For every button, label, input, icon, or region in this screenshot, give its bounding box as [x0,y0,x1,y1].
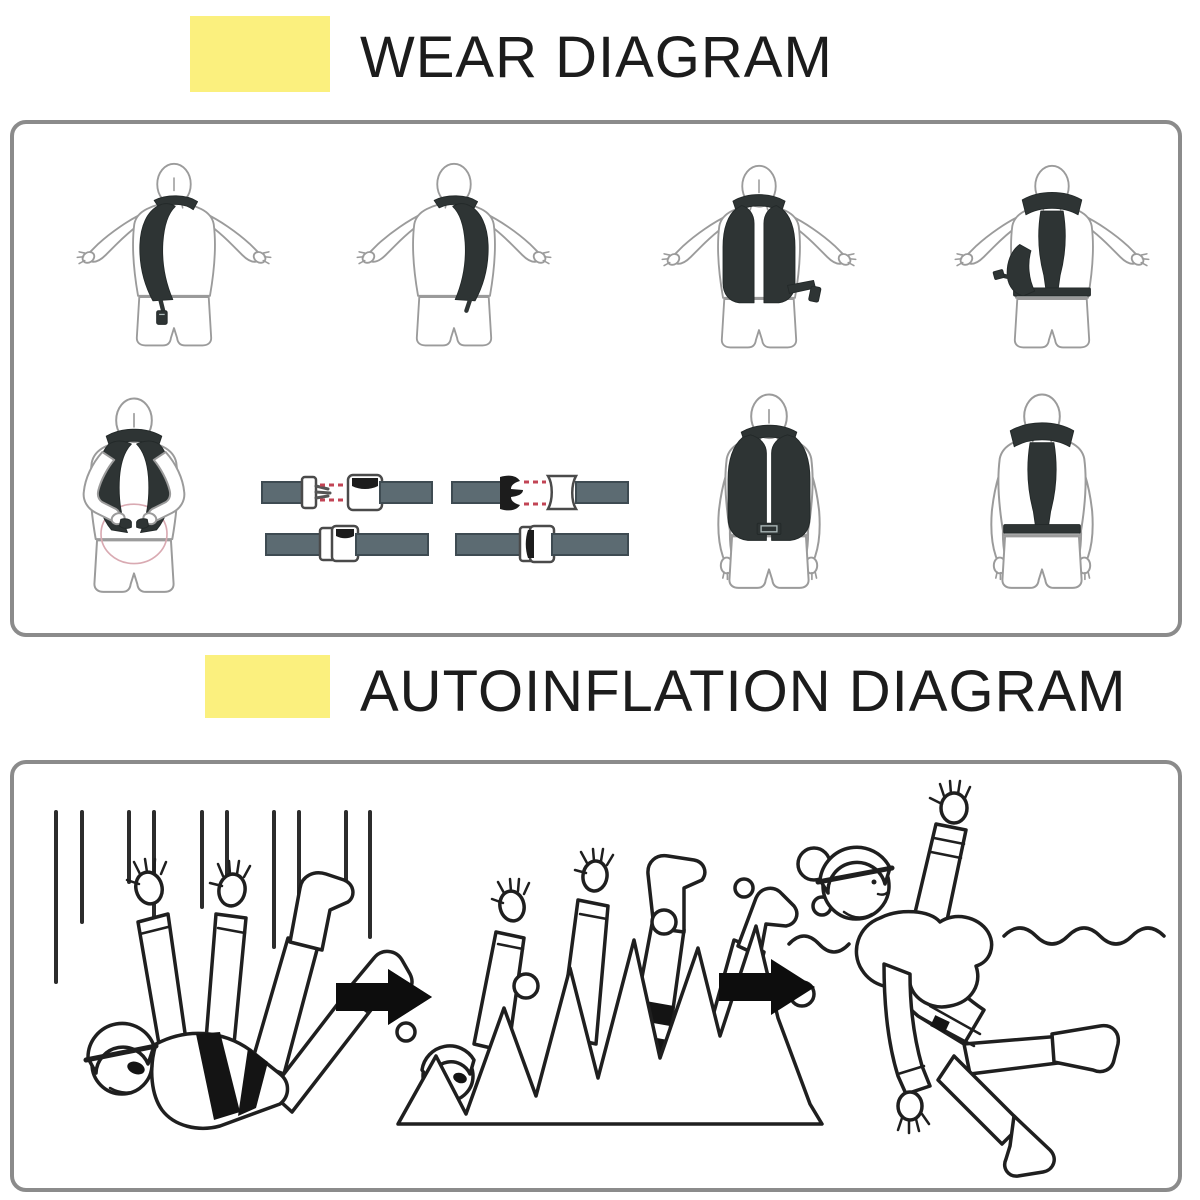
wear-section-header: WEAR DIAGRAM [0,0,1200,110]
wear-diagram-panel [10,120,1182,637]
insert-guide-dashes [320,483,346,502]
inflated-vest-collar [854,909,994,1009]
boot [736,886,799,958]
front-vest-fully-worn [717,393,821,589]
falling-into-water [54,810,414,1130]
submerged-splash [395,847,824,1126]
step-arrow-2 [719,959,815,1015]
front-vest-over-one-shoulder [76,162,272,347]
front-vest-on-both-shoulders-strap-loose [661,164,857,349]
autoinflation-canvas [54,779,1166,1178]
section-title: AUTOINFLATION DIAGRAM [360,659,1127,724]
side-buckle [992,269,1005,280]
life-vest-back [1003,422,1081,534]
back-vest-fully-worn [990,393,1094,589]
insert-buckle-open [261,473,433,512]
section-marker [205,655,330,718]
life-vest-sash [139,195,199,325]
water-line-right [1002,926,1166,946]
water-line-left [787,934,851,954]
side-panel [1006,244,1036,297]
falling-person [83,857,414,1130]
life-vest-closed [727,424,811,541]
back-vest-waist-strap-wrap [954,164,1150,349]
back-vest-over-one-shoulder [356,162,552,347]
boot [1050,1023,1121,1074]
front-fasten-waist-buckle [82,397,186,593]
vest-inflated-floating [787,779,1166,1178]
insert-buckle-closed [265,524,429,563]
buckle-diagrams [261,473,629,564]
wear-diagram-canvas [76,162,1150,593]
dangling-buckle [808,285,822,303]
life-vest-open [722,194,822,304]
dangling-buckle [156,310,168,325]
page-title: WEAR DIAGRAM [360,25,833,90]
boot [1003,1114,1056,1178]
insert-guide-dashes [524,480,546,506]
splash-bubbles [395,877,816,1043]
water-splash [396,924,824,1126]
autoinflation-section-header: AUTOINFLATION DIAGRAM [0,640,1200,760]
floating-person [815,779,1121,1178]
falling-motion-lines [54,810,372,984]
side-release-buckle-open [451,474,629,511]
waist-buckle-halves [118,518,150,529]
helmet-icon [818,845,892,895]
life-vest-sash [433,195,489,313]
waist-strap [1003,524,1081,534]
boot [288,871,355,952]
life-vest-back [992,192,1091,297]
step-arrow-1 [336,969,432,1025]
autoinflation-diagram-panel [10,760,1182,1192]
motion-circle [100,503,168,565]
side-release-buckle-closed [455,524,629,564]
section-marker [190,16,330,92]
